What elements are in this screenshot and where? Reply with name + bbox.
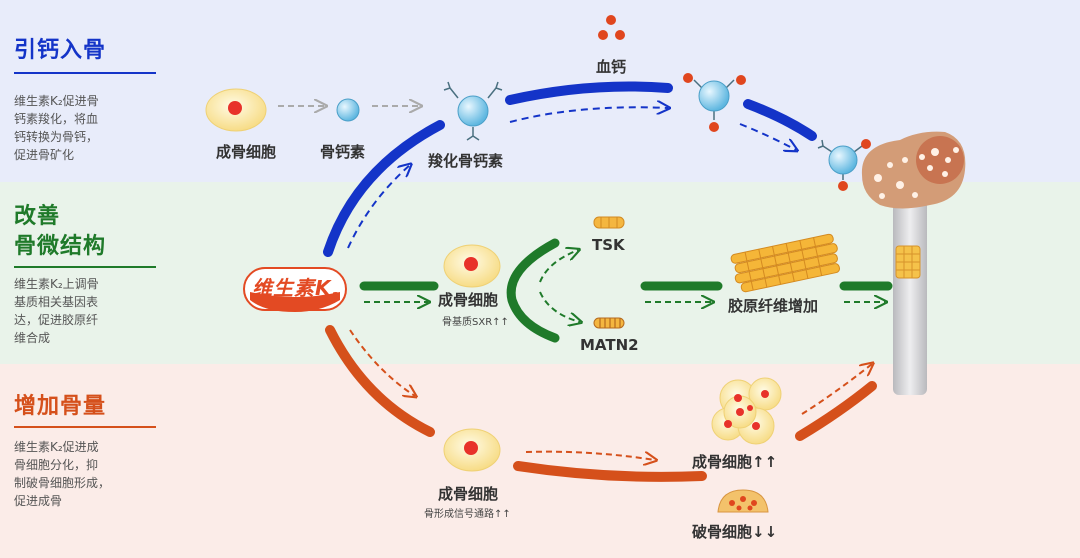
orange-arc-2: [513, 461, 707, 482]
section-divider: [14, 266, 156, 268]
label-matn2: MATN2: [580, 336, 639, 354]
desc-line: 钙转换为骨钙，: [14, 130, 99, 144]
section-desc-microstructure: 维生素K₂上调骨 基质相关基因表 达，促进胶原纤 维合成: [14, 275, 118, 347]
desc-line: 钙素羧化，将血: [14, 112, 99, 126]
osteoblast-cell-top: [205, 88, 267, 132]
label-osteoblast-mid: 成骨细胞: [438, 291, 499, 309]
section-title-microstructure: 改善 骨微结构: [14, 202, 106, 262]
label-osteocalcin: 骨钙素: [320, 143, 366, 161]
blue-arc-2: [505, 81, 673, 105]
blue-arc-1: [323, 120, 445, 257]
desc-line: 基质相关基因表: [14, 295, 99, 309]
desc-line: 维生素K₂促进成: [14, 440, 99, 454]
desc-line: 维生素K₂促进骨: [14, 94, 99, 108]
label-tsk: TSK: [592, 236, 625, 254]
vitamin-k2-text: 维生素K: [252, 276, 332, 300]
calcium-particles: [598, 15, 625, 40]
section-desc-bone-mass: 维生素K₂促进成 骨细胞分化，抑 制破骨细胞形成， 促进成骨: [14, 438, 118, 510]
vitamin-k2-label: 维生素K2: [252, 272, 340, 303]
blue-dashed-arrow-1: [347, 165, 410, 249]
blue-dashed-arrow-2: [509, 107, 668, 123]
tsk-fiber-icon: [593, 216, 625, 229]
blue-dashed-arrow-3: [739, 123, 796, 150]
bone-illustration: [861, 131, 966, 395]
desc-line: 促进成骨: [14, 494, 63, 508]
orange-dashed-arrow-2: [525, 450, 655, 460]
label-osteoclast-decrease: 破骨细胞↓↓: [692, 523, 778, 541]
desc-line: 维生素K₂上调骨: [14, 277, 99, 291]
section-divider: [14, 426, 156, 428]
osteoblast-cluster-icon: [711, 377, 782, 445]
carboxylated-osteocalcin-ball: [443, 81, 503, 141]
section-band-bone-mass: [0, 364, 1080, 558]
label-blood-calcium: 血钙: [596, 58, 627, 76]
green-dashed-arrow-tsk: [539, 250, 578, 283]
section-desc-calcium: 维生素K₂促进骨 钙素羧化，将血 钙转换为骨钙， 促进骨矿化: [14, 92, 118, 164]
osteoblast-cell-mid: [443, 244, 501, 288]
desc-line: 制破骨细胞形成，: [14, 476, 111, 490]
desc-line: 达，促进胶原纤: [14, 313, 99, 327]
blue-arc-3: [743, 99, 817, 141]
title-line: 改善: [14, 204, 61, 229]
calcium-bound-osteocalcin-1: [683, 73, 746, 132]
vitamin-k2-badge: [243, 267, 347, 312]
label-collagen: 胶原纤维增加: [728, 297, 819, 315]
osteoclast-icon: [717, 489, 769, 513]
vitamin-k2-subscript: 2: [331, 290, 341, 303]
osteocalcin-ball: [336, 98, 360, 122]
collagen-bundle-icon: [730, 233, 840, 293]
orange-dashed-arrow-1: [349, 329, 415, 396]
desc-line: 促进骨矿化: [14, 148, 75, 162]
calcium-bound-osteocalcin-2: [817, 139, 871, 191]
label-osteoblast-top: 成骨细胞: [216, 143, 277, 161]
green-dashed-arrow-matn2: [539, 291, 580, 322]
desc-line: 维合成: [14, 331, 51, 345]
section-title-calcium: 引钙入骨: [14, 38, 107, 63]
label-osteoblast-increase: 成骨细胞↑↑: [692, 453, 778, 471]
section-divider: [14, 72, 156, 74]
osteoblast-cell-bottom: [443, 428, 501, 472]
label-osteoblast-mid-sub: 骨基质SXR↑↑: [442, 317, 509, 328]
orange-arc-1: [325, 325, 435, 437]
label-carboxylated-osteocalcin: 羧化骨钙素: [428, 152, 504, 170]
label-osteoblast-bottom: 成骨细胞: [438, 485, 499, 503]
desc-line: 骨细胞分化，抑: [14, 458, 99, 472]
label-osteoblast-bottom-sub: 骨形成信号通路↑↑: [424, 509, 511, 520]
orange-dashed-arrow-3: [801, 364, 872, 415]
orange-arc-3: [795, 381, 877, 441]
title-line: 骨微结构: [14, 234, 107, 259]
section-title-bone-mass: 增加骨量: [14, 394, 107, 419]
matn2-fiber-icon: [593, 317, 625, 329]
green-bracket: [506, 238, 560, 343]
